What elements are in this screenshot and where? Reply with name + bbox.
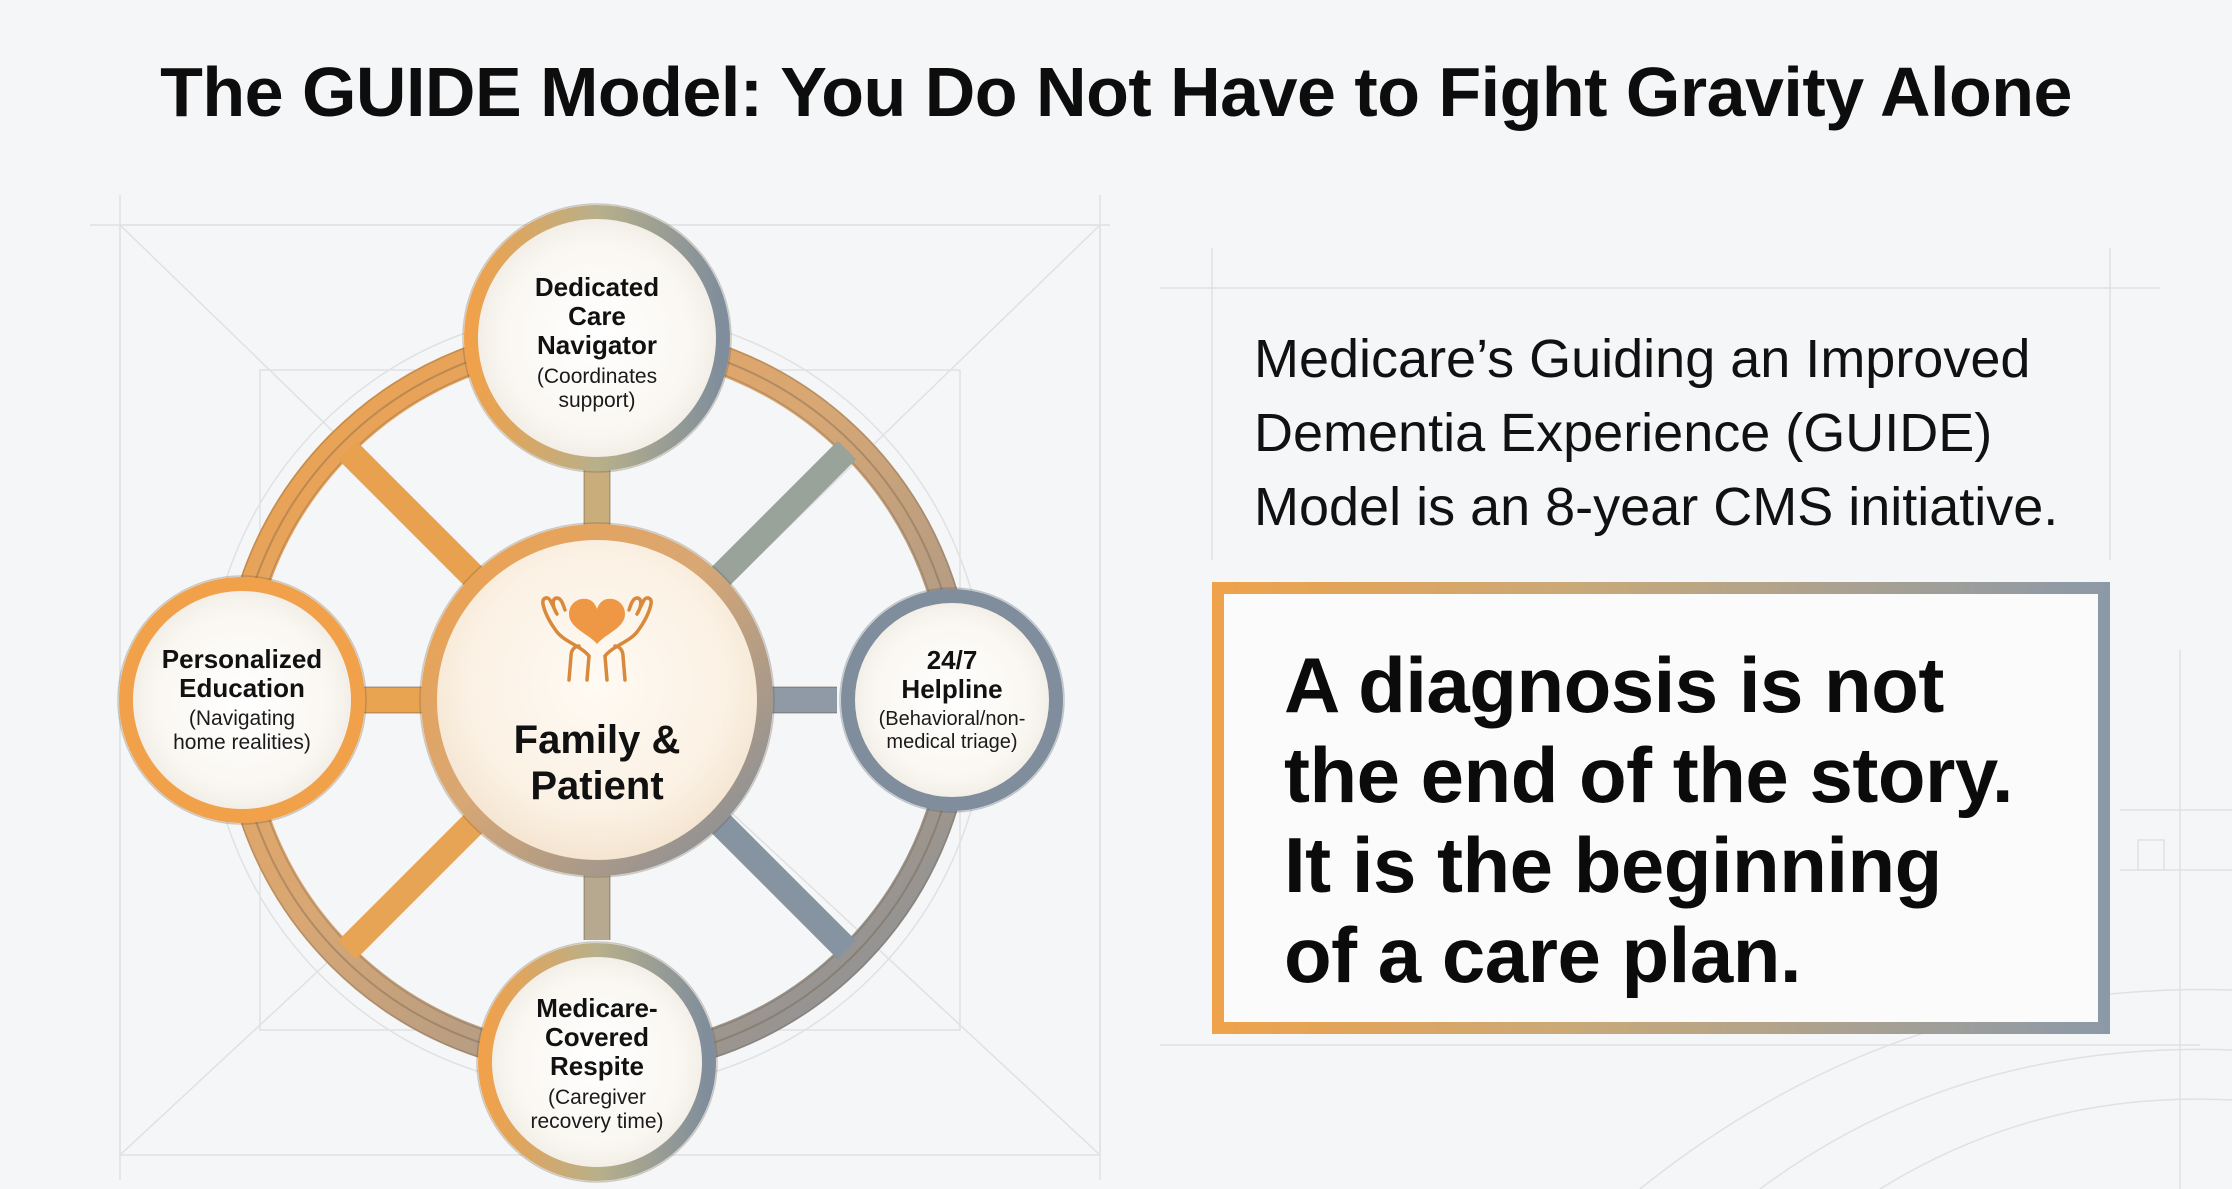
node-right-title-line: 24/7 [926,644,978,675]
center-label: Family & Patient [467,708,727,818]
node-left-text: Personalized Education (Navigating home … [132,643,352,755]
quote-box: A diagnosis is not the end of the story.… [1212,582,2110,1034]
quote-text: A diagnosis is not the end of the story.… [1284,640,2068,1000]
node-left-title: Personalized Education [161,643,323,703]
page-title: The GUIDE Model: You Do Not Have to Figh… [160,53,2072,131]
center-circle [419,522,775,878]
node-top-sub-line: (Coordinates [536,364,658,388]
node-left-circle [117,575,367,825]
node-bottom-circle [476,941,718,1183]
node-bottom-title: Medicare- Covered Respite [536,994,657,1081]
intro-line: Medicare’s Guiding an Improved [1254,329,2031,389]
node-top-title: Dedicated Care Navigator [535,273,659,360]
node-right-title: 24/7 Helpline [901,644,1003,704]
node-bottom-title-line: Medicare- [536,993,658,1024]
quote-line: A diagnosis is not [1284,641,1944,729]
node-right-circle [839,587,1065,813]
intro-line: Model is an 8-year CMS initiative. [1254,477,2059,537]
node-left-title-line: Personalized [161,643,323,674]
node-top-subtitle: (Coordinates support) [537,365,657,413]
node-bottom-title-line: Covered [544,1022,650,1053]
node-bottom-sub-line: recovery time) [530,1109,664,1133]
node-top-text: Dedicated Care Navigator (Coordinates su… [477,268,717,418]
node-left-sub-line: home realities) [173,731,311,755]
node-bottom-title-line: Respite [550,1051,644,1082]
node-bottom-text: Medicare- Covered Respite (Caregiver rec… [487,990,707,1138]
node-right-sub-line: medical triage) [886,731,1018,754]
node-right-sub-line: (Behavioral/non- [878,708,1026,731]
node-top-title-line: Dedicated [534,272,660,303]
node-top-circle [462,203,732,473]
center-label-line: Family & [513,718,681,762]
node-top-title-line: Navigator [537,330,657,361]
node-right-subtitle: (Behavioral/non- medical triage) [879,708,1026,754]
node-left-subtitle: (Navigating home realities) [173,707,311,755]
quote-line: It is the beginning [1284,821,1942,909]
node-left-title-line: Education [179,672,305,703]
node-right-title-line: Helpline [901,674,1003,704]
node-top-title-line: Care [568,301,626,332]
intro-line: Dementia Experience (GUIDE) [1254,403,1993,463]
node-left-sub-line: (Navigating [188,706,296,730]
center-label-line: Patient [530,764,664,808]
quote-box-inner: A diagnosis is not the end of the story.… [1224,594,2098,1022]
node-bottom-subtitle: (Caregiver recovery time) [530,1086,663,1134]
quote-line: of a care plan. [1284,911,1802,999]
intro-paragraph: Medicare’s Guiding an Improved Dementia … [1254,322,2134,544]
node-top-sub-line: support) [558,388,636,412]
quote-line: the end of the story. [1284,731,2014,819]
node-right-text: 24/7 Helpline (Behavioral/non- medical t… [852,640,1052,760]
node-bottom-sub-line: (Caregiver [547,1085,647,1109]
heart-in-hands-icon [541,596,653,682]
